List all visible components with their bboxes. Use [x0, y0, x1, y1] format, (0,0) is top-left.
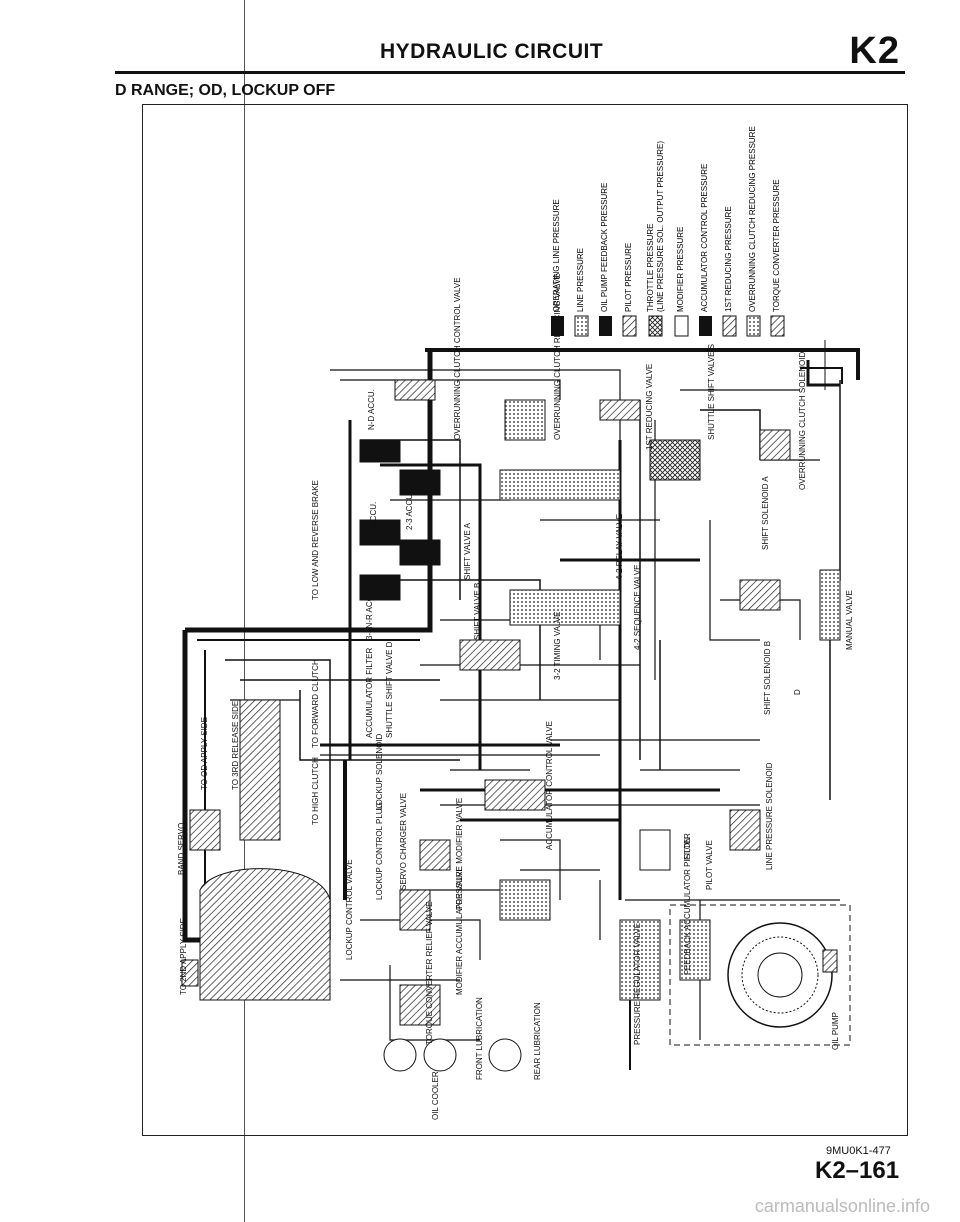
header-rule	[115, 71, 905, 74]
label-shift-valve-b: SHIFT VALVE B	[473, 583, 482, 640]
page-number: K2–161	[815, 1157, 900, 1184]
svg-text:OPERATING LINE PRESSURE: OPERATING LINE PRESSURE	[552, 199, 561, 312]
label-first-reducing: 1ST REDUCING VALVE	[645, 364, 654, 450]
label-to-low-reverse: TO LOW AND REVERSE BRAKE	[311, 480, 320, 600]
label-modifier-accum: MODIFIER ACCUMULATOR VALVE	[455, 866, 464, 995]
label-timing-32: 3-2 TIMING VALVE	[553, 612, 562, 680]
label-sequence-42: 4-2 SEQUENCE VALVE	[633, 564, 642, 650]
svg-text:TORQUE CONVERTER PRESSURE: TORQUE CONVERTER PRESSURE	[772, 179, 781, 312]
label-to-3rd-release: TO 3RD RELEASE SIDE	[231, 701, 240, 790]
svg-text:ACCUMULATOR CONTROL PRESSURE: ACCUMULATOR CONTROL PRESSURE	[700, 164, 709, 312]
label-accumulator-control: ACCUMULATOR CONTROL VALVE	[545, 721, 554, 850]
figure-number: 9MU0K1-477	[826, 1145, 891, 1157]
section-code: K2	[849, 30, 900, 72]
label-accu-12: 1-2 ACCU.	[369, 502, 378, 540]
label-overrunning-solenoid: OVERRUNNING CLUTCH SOLENOID	[798, 352, 807, 490]
page-title: HYDRAULIC CIRCUIT	[380, 40, 604, 63]
label-front-lubrication: FRONT LUBRICATION	[475, 997, 484, 1080]
svg-text:OIL PUMP FEEDBACK PRESSURE: OIL PUMP FEEDBACK PRESSURE	[600, 183, 609, 312]
label-band-servo: BAND SERVO	[177, 823, 186, 875]
label-line-pressure-solenoid: LINE PRESSURE SOLENOID	[765, 762, 774, 870]
svg-text:(LINE PRESSURE SOL. OUTPUT PRE: (LINE PRESSURE SOL. OUTPUT PRESSURE)	[656, 141, 665, 312]
legend-item: LINE PRESSURE	[574, 248, 589, 337]
pressure-legend: OPERATING LINE PRESSURE LINE PRESSURE OI…	[551, 126, 785, 337]
binding-guide-line	[244, 0, 245, 1222]
svg-text:1ST REDUCING PRESSURE: 1ST REDUCING PRESSURE	[724, 206, 733, 312]
svg-text:THROTTLE PRESSURE: THROTTLE PRESSURE	[646, 224, 655, 312]
label-shift-valve-a: SHIFT VALVE A	[463, 522, 472, 580]
label-oil-cooler: OIL COOLER	[431, 1071, 440, 1120]
oil-pump-assembly	[669, 904, 851, 1046]
label-shuttle-shift-d: SHUTTLE SHIFT VALVE D	[385, 641, 394, 738]
svg-text:MODIFIER PRESSURE: MODIFIER PRESSURE	[676, 227, 685, 312]
legend-item: PILOT PRESSURE	[622, 243, 637, 337]
legend-item: TORQUE CONVERTER PRESSURE	[770, 179, 785, 337]
label-lockup-control-valve: LOCKUP CONTROL VALVE	[345, 859, 354, 960]
component-labels: BAND SERVO TO 2ND APPLY SIDE TO OD APPLY…	[177, 274, 854, 1120]
label-feedback-accumulator: FEEDBACK ACCUMULATOR PISTON	[683, 837, 692, 975]
label-servo-charger: SERVO CHARGER VALVE	[399, 793, 408, 890]
label-manual-valve: MANUAL VALVE	[845, 590, 854, 650]
label-accumulator-filter: ACCUMULATOR FILTER	[365, 648, 374, 738]
svg-text:PILOT PRESSURE: PILOT PRESSURE	[624, 243, 633, 312]
legend-item: OIL PUMP FEEDBACK PRESSURE	[599, 183, 612, 336]
label-shift-solenoid-b: SHIFT SOLENOID B	[763, 641, 772, 715]
label-overrunning-clutch-control: OVERRUNNING CLUTCH CONTROL VALVE	[453, 277, 462, 440]
svg-text:OVERRUNNING CLUTCH REDUCING PR: OVERRUNNING CLUTCH REDUCING PRESSURE	[748, 126, 757, 312]
label-filter: FILTER	[683, 833, 692, 860]
label-lockup-control-plug: LOCKUP CONTROL PLUG	[375, 802, 384, 900]
label-relay-42: 4-2 RELAY VALVE	[615, 514, 624, 580]
label-d-mark: D	[793, 689, 802, 695]
label-to-forward-clutch: TO FORWARD CLUTCH	[311, 659, 320, 748]
svg-text:LINE PRESSURE: LINE PRESSURE	[576, 248, 585, 312]
label-overrunning-clutch-reducing: OVERRUNNING CLUTCH REDUCING VALVE	[553, 274, 562, 440]
label-oil-pump: OIL PUMP	[831, 1012, 840, 1050]
watermark: carmanualsonline.info	[754, 1196, 930, 1216]
label-pressure-regulator: PRESSURE REGULATOR VALVE	[633, 923, 642, 1045]
label-accu-23: 2-3 ACCU.	[405, 492, 414, 530]
legend-item: OPERATING LINE PRESSURE	[551, 199, 564, 336]
legend-item: OVERRUNNING CLUTCH REDUCING PRESSURE	[746, 126, 761, 337]
label-to-high-clutch: TO HIGH CLUTCH	[311, 757, 320, 825]
label-pilot-valve: PILOT VALVE	[705, 840, 714, 890]
label-to-od-apply: TO OD APPLY SIDE	[200, 717, 209, 790]
legend-item: (LINE PRESSURE SOL. OUTPUT PRESSURE)	[656, 141, 665, 312]
diagram-subtitle: D RANGE; OD, LOCKUP OFF	[115, 82, 336, 99]
label-rear-lubrication: REAR LUBRICATION	[533, 1002, 542, 1080]
legend-item: MODIFIER PRESSURE	[674, 227, 689, 337]
label-torque-converter-relief: TORQUE CONVERTER RELIEF VALVE	[425, 902, 434, 1045]
label-nd-accu: N-D ACCU.	[367, 389, 376, 430]
label-shift-solenoid-a: SHIFT SOLENOID A	[761, 476, 770, 550]
legend-item: 1ST REDUCING PRESSURE	[722, 206, 737, 337]
label-to-2nd-apply: TO 2ND APPLY SIDE	[179, 918, 188, 995]
label-shuttle-shift-s: SHUTTLE SHIFT VALVE S	[707, 344, 716, 440]
legend-item: THROTTLE PRESSURE	[646, 224, 663, 337]
label-pressure-modifier: PRESSURE MODIFIER VALVE	[455, 798, 464, 910]
label-lockup-solenoid: LOCKUP SOLENOID	[375, 733, 384, 810]
label-accu-34nr: 3-4N-R ACCU.	[365, 588, 374, 640]
diagram-frame	[142, 104, 908, 1136]
components	[181, 340, 841, 1072]
legend-item: ACCUMULATOR CONTROL PRESSURE	[699, 164, 712, 336]
